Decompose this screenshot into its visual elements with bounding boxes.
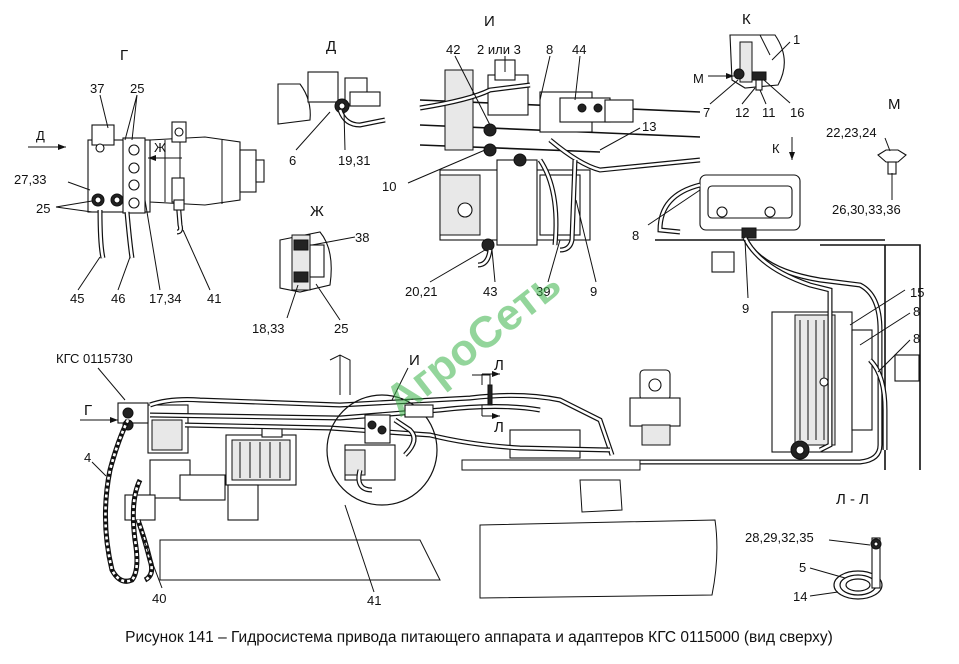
callout-46: 46	[111, 291, 125, 306]
callout-18-33: 18,33	[252, 321, 285, 336]
left-cluster	[117, 402, 297, 521]
section-l-bottom: Л	[494, 419, 504, 436]
callout-44: 44	[572, 42, 586, 57]
detail-i-marker: И	[409, 352, 420, 369]
callout-27-33: 27,33	[14, 172, 47, 187]
callout-16: 16	[790, 105, 804, 120]
view-k-title: К	[742, 11, 751, 28]
callout-8-tank: 8	[632, 228, 639, 243]
callout-17-34: 17,34	[149, 291, 182, 306]
callout-42: 42	[446, 42, 460, 57]
section-l-markers: Л Л	[481, 357, 504, 436]
main-assembly: И Л Л Г КГС 0115730 4 40 41	[56, 351, 718, 608]
callout-9-tank: 9	[742, 301, 749, 316]
view-zh: Ж 38 18,33 25	[252, 203, 369, 336]
callout-6: 6	[289, 153, 296, 168]
view-ll: Л - Л 28,29,32,35 5 14	[745, 491, 883, 604]
arrow-g-label: Г	[84, 402, 92, 419]
arrow-zh-label: Ж	[154, 140, 166, 155]
callout-12: 12	[735, 105, 749, 120]
callout-41-main: 41	[367, 593, 381, 608]
callout-25b: 25	[36, 201, 50, 216]
callout-2-or-3: 2 или 3	[477, 42, 521, 57]
callout-8-i: 8	[546, 42, 553, 57]
view-d: Д 6 19,31	[277, 38, 386, 168]
callout-43: 43	[483, 284, 497, 299]
callout-10: 10	[382, 179, 396, 194]
callout-8-cooler-b: 8	[913, 331, 920, 346]
callout-8-cooler: 8	[913, 304, 920, 319]
arrow-m-label: М	[693, 71, 704, 86]
view-m: М 22,23,24 26,30,33,36	[826, 96, 907, 217]
callout-28-29-32-35: 28,29,32,35	[745, 530, 814, 545]
callout-5: 5	[799, 560, 806, 575]
callout-25-zh: 25	[334, 321, 348, 336]
callout-4: 4	[84, 450, 91, 465]
callout-19-31: 19,31	[338, 153, 371, 168]
section-l-top: Л	[494, 357, 504, 374]
callout-7: 7	[703, 105, 710, 120]
view-k: К М 1 7 12 11 16	[693, 11, 804, 120]
callout-11: 11	[762, 105, 776, 120]
view-d-title: Д	[326, 38, 336, 55]
callout-26-30-33-36: 26,30,33,36	[832, 202, 901, 217]
figure-caption: Рисунок 141 – Гидросистема привода питаю…	[125, 629, 833, 646]
callout-25a: 25	[130, 81, 144, 96]
view-g-valve-block	[87, 124, 151, 214]
callout-22-23-24: 22,23,24	[826, 125, 877, 140]
view-ll-title: Л - Л	[836, 491, 869, 508]
center-motor	[629, 369, 681, 446]
detail-i-contents	[344, 404, 434, 493]
callout-1: 1	[793, 32, 800, 47]
callout-37: 37	[90, 81, 104, 96]
callout-40: 40	[152, 591, 166, 606]
arrow-d-label: Д	[36, 128, 45, 143]
view-g: Г	[14, 47, 265, 306]
callout-15: 15	[910, 285, 924, 300]
callout-41-g: 41	[207, 291, 221, 306]
callout-45: 45	[70, 291, 84, 306]
right-assembly: К 8 9 15 8 8	[632, 137, 924, 470]
callout-38: 38	[355, 230, 369, 245]
view-zh-title: Ж	[310, 203, 324, 220]
callout-39: 39	[536, 284, 550, 299]
callout-13: 13	[642, 119, 656, 134]
callout-14: 14	[793, 589, 807, 604]
view-i-title: И	[484, 13, 495, 30]
callout-9-i: 9	[590, 284, 597, 299]
view-i: И	[382, 13, 701, 299]
arrow-k-label: К	[772, 141, 780, 156]
callout-20-21: 20,21	[405, 284, 438, 299]
callout-kgs-0115730: КГС 0115730	[56, 351, 133, 366]
view-g-title: Г	[120, 47, 128, 64]
view-g-motor	[149, 121, 265, 206]
view-m-title: М	[888, 96, 901, 113]
